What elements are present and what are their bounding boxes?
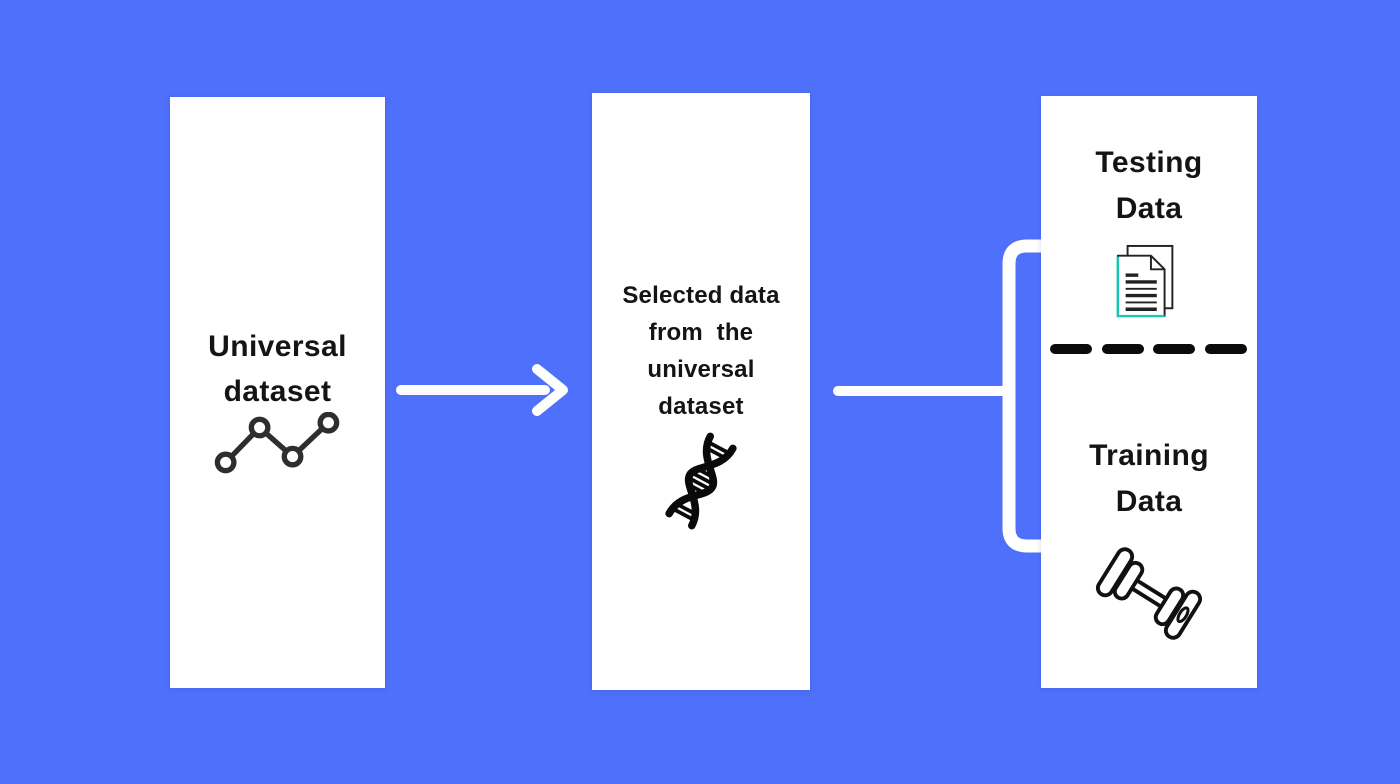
universal-dataset-title-line2: dataset — [223, 375, 332, 408]
testing-data-title-line2: Data — [1115, 192, 1183, 225]
divider-dash — [1153, 344, 1196, 354]
panel-split-data: Testing Data Training — [1041, 96, 1257, 688]
panel-selected-data: Selected data from the universal dataset — [592, 93, 810, 690]
selected-data-title-line1: Selected data — [622, 282, 780, 309]
selected-data-title-line3: universal — [647, 356, 755, 383]
divider-dash — [1101, 344, 1144, 354]
universal-dataset-title-line1: Universal — [208, 330, 347, 363]
selected-data-title-line2: from the — [648, 319, 754, 346]
dna-icon — [592, 428, 810, 534]
dashed-divider — [1050, 344, 1247, 354]
divider-dash — [1050, 344, 1092, 354]
training-data-title: Training Data — [1041, 433, 1257, 525]
dumbbell-icon — [1041, 546, 1257, 641]
divider-dash — [1204, 344, 1247, 354]
testing-data-title: Testing Data — [1041, 140, 1257, 232]
documents-icon — [1041, 242, 1257, 320]
selected-data-title-line4: dataset — [658, 393, 744, 420]
panel-universal-dataset: Universal dataset — [170, 97, 385, 688]
arrow-universal-to-selected — [396, 364, 568, 416]
universal-dataset-title: Universal dataset — [170, 324, 385, 414]
selected-data-title: Selected data from the universal dataset — [592, 277, 810, 425]
line-chart-icon — [170, 412, 385, 476]
line-selected-to-split — [833, 386, 1011, 396]
training-data-title-line2: Data — [1115, 485, 1183, 518]
split-bracket — [1002, 239, 1053, 553]
training-data-title-line1: Training — [1089, 439, 1209, 472]
testing-data-title-line1: Testing — [1095, 146, 1203, 179]
